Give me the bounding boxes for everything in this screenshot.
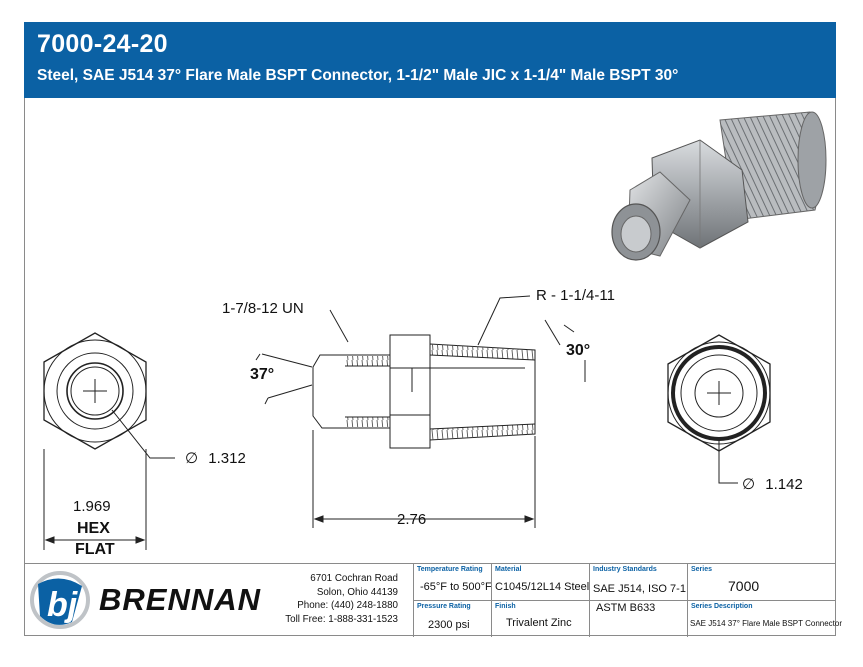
- series-column: Series 7000 Series Description SAE J514 …: [687, 564, 842, 637]
- material-column: Material C1045/12L14 Steel Finish Trival…: [491, 564, 589, 637]
- title-header: 7000-24-20 Steel, SAE J514 37° Flare Mal…: [24, 22, 836, 98]
- bspt-thread-label: R - 1-1/4-11: [536, 287, 615, 304]
- brennan-logo: bj: [30, 571, 90, 629]
- material-value: C1045/12L14 Steel: [495, 581, 590, 593]
- pressure-rating: 2300 psi: [428, 619, 470, 631]
- side-profile-view: [255, 295, 586, 528]
- series-description: SAE J514 37° Flare Male BSPT Connector: [690, 619, 843, 628]
- finish-value: Trivalent Zinc: [506, 617, 572, 629]
- industry-standards-1: SAE J514, ISO 7-1: [593, 583, 686, 595]
- bspt-end-view: [667, 334, 771, 484]
- flat-label: FLAT: [75, 541, 115, 558]
- part-description: Steel, SAE J514 37° Flare Male BSPT Conn…: [37, 67, 679, 84]
- title-block: bj BRENNAN 6701 Cochran Road Solon, Ohio…: [24, 563, 842, 637]
- brand-name: BRENNAN: [99, 582, 261, 617]
- hex-size: 1.969: [73, 498, 111, 515]
- drawing-sheet: [24, 22, 836, 636]
- standards-column: Industry Standards SAE J514, ISO 7-1 AST…: [589, 564, 687, 637]
- jic-bore-diameter: ∅ 1.312: [185, 450, 246, 467]
- svg-text:bj: bj: [47, 586, 79, 624]
- industry-standards-2: ASTM B633: [596, 602, 656, 614]
- jic-end-view: [43, 332, 175, 550]
- part-number: 7000-24-20: [37, 30, 168, 58]
- series-value: 7000: [728, 578, 760, 594]
- diameter-symbol: ∅: [742, 476, 756, 493]
- temperature-rating: -65°F to 500°F: [420, 581, 492, 593]
- company-address: 6701 Cochran Road Solon, Ohio 44139 Phon…: [285, 573, 398, 625]
- jic-thread-label: 1-7/8-12 UN: [222, 300, 304, 317]
- flare-angle-label: 37°: [250, 366, 275, 383]
- diameter-symbol: ∅: [185, 450, 199, 467]
- bspt-angle-label: 30°: [566, 342, 591, 359]
- bspt-bore-diameter: ∅ 1.142: [742, 476, 803, 493]
- overall-length: 2.76: [397, 511, 427, 528]
- hex-label: HEX: [77, 520, 110, 537]
- rating-column: Temperature Rating -65°F to 500°F Pressu…: [413, 564, 492, 637]
- fitting-3d-render: [611, 111, 827, 261]
